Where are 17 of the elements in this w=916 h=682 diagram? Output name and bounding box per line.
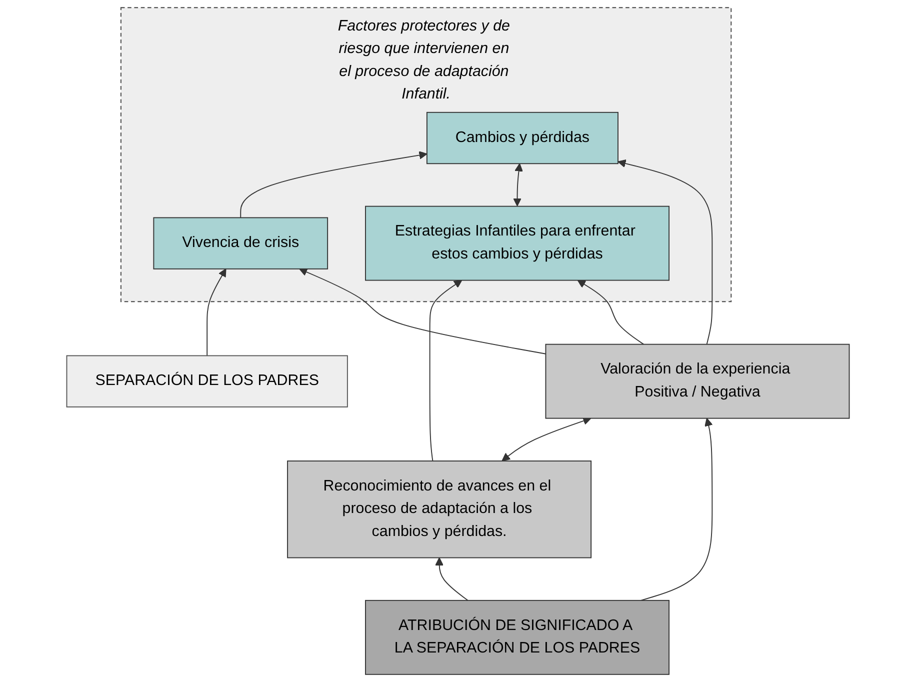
arrow bbox=[618, 159, 713, 345]
arrow bbox=[299, 268, 546, 354]
node-box: Estrategias Infantiles para enfrentar estos cambios y pérdidas bbox=[365, 206, 670, 281]
arrow bbox=[429, 280, 462, 462]
arrow bbox=[240, 151, 428, 218]
arrow bbox=[206, 268, 226, 356]
node-box: ATRIBUCIÓN DE SIGNIFICADO A LA SEPARACIÓN DE LOS PADRES bbox=[365, 600, 670, 675]
arrow bbox=[640, 418, 713, 601]
node-box: SEPARACIÓN DE LOS PADRES bbox=[66, 355, 348, 408]
arrow bbox=[577, 280, 644, 345]
node-box: Valoración de la experiencia Positiva / Negativa bbox=[545, 344, 850, 419]
node-box: Reconocimiento de avances en el proceso de adaptación a los cambios y pérdidas. bbox=[287, 460, 592, 558]
arrow bbox=[435, 557, 468, 601]
node-box: Vivencia de crisis bbox=[153, 217, 328, 270]
arrow bbox=[513, 163, 523, 206]
arrow bbox=[502, 416, 592, 462]
node-box: Cambios y pérdidas bbox=[426, 112, 618, 164]
